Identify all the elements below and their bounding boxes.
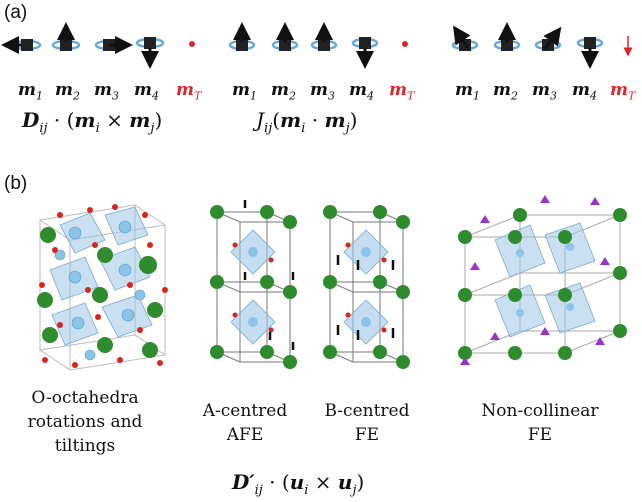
panel-b-label: (b) [4,173,28,194]
m1-label: m1 [232,80,257,103]
mT-label: mT [389,80,415,103]
m3-label: m3 [310,80,335,103]
noncollinear-caption: Non-collinear FE [481,401,599,445]
m4-label: m4 [134,80,159,103]
octahedra-caption: O-octahedra rotations and tiltings [27,388,143,456]
m4-label: m4 [572,80,597,103]
m3-label: m3 [94,80,119,103]
spin-icon [351,37,379,69]
spin-icon [451,25,479,51]
spin-icon [94,36,133,54]
b-formula: D′ij · (ui × uj) [232,470,365,498]
b-centred-fe-structure [323,205,410,369]
a-centred-afe-structure [210,200,297,369]
m2-label: m2 [493,80,518,103]
spin-diagrams [1,22,633,69]
a-centred-caption: A-centred AFE [202,401,288,445]
spin-icon [228,22,256,51]
target-dot-icon [402,41,408,47]
m1-label: m1 [18,80,43,103]
noncollinear-fe-structure [458,195,627,365]
spin-icon [1,36,42,54]
mT-label: mT [610,80,636,103]
m4-label: m4 [349,80,374,103]
spin-icon [271,22,299,51]
m3-label: m3 [532,80,557,103]
m1-label: m1 [455,80,480,103]
exchange-formula: Jij(mi · mj) [256,108,358,136]
group1-spins [1,22,195,69]
spin-icon [534,26,562,51]
target-dot-icon [189,41,195,47]
b-centred-caption: B-centred FE [324,401,410,445]
mT-label: mT [176,80,202,103]
spin-icon [51,22,81,51]
spin-icon [310,22,338,51]
spin-icon [493,22,521,51]
dm-formula: Dij · (mi × mj) [22,108,163,136]
m2-label: m2 [55,80,80,103]
spin-icon [576,37,604,69]
group3-spins [451,22,633,69]
panel-a-label: (a) [4,2,28,23]
spin-icon [135,37,165,69]
m2-label: m2 [271,80,296,103]
group2-spins [228,22,408,69]
octahedra-structure [37,204,168,371]
